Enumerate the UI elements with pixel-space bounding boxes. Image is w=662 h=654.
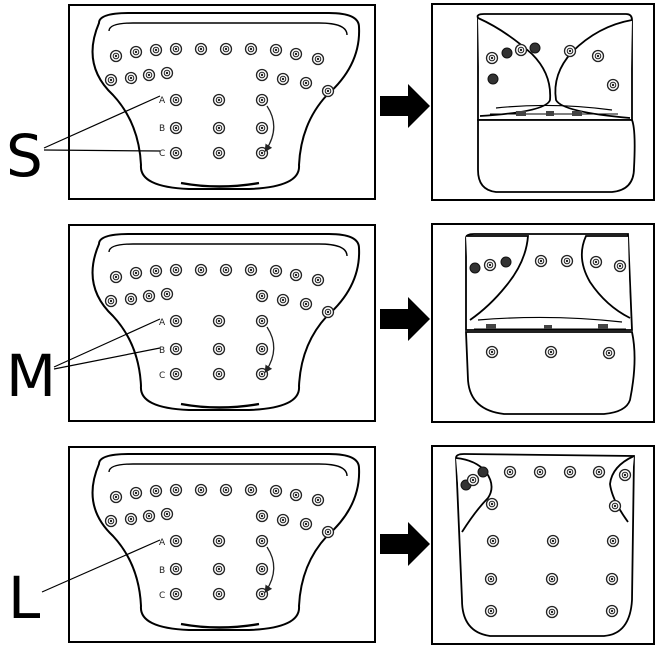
panel-open-m xyxy=(68,224,376,422)
folded-diaper-m xyxy=(465,233,636,415)
snap-label-b: B xyxy=(159,566,165,576)
arrow-right-m xyxy=(380,297,430,341)
open-diaper-m xyxy=(93,234,360,410)
snap-label-b: B xyxy=(159,346,165,356)
folded-diaper-s xyxy=(476,13,636,193)
snap-label-c: C xyxy=(159,149,165,159)
snap-label-a: A xyxy=(159,318,166,328)
snap-label-a: A xyxy=(159,538,166,548)
callout-line-s-c xyxy=(43,149,161,152)
panel-folded-s xyxy=(431,3,655,201)
row-size-m: A B C M xyxy=(6,223,655,423)
panel-open-s xyxy=(68,4,376,200)
open-diaper-l xyxy=(93,454,360,630)
size-label-s: S xyxy=(6,122,43,190)
folded-diaper-l xyxy=(455,453,635,637)
arrow-right-s xyxy=(380,84,430,128)
panel-open-l xyxy=(68,446,376,643)
snap-label-a: A xyxy=(159,96,166,106)
size-label-l: L xyxy=(8,564,40,632)
snap-label-c: C xyxy=(159,591,165,601)
callout-line-m-b xyxy=(53,347,161,370)
snap-label-b: B xyxy=(159,124,165,134)
panel-folded-l xyxy=(431,445,655,645)
callout-line-s-a xyxy=(43,95,161,149)
size-label-m: M xyxy=(6,342,56,410)
arrow-right-l xyxy=(380,522,430,566)
row-size-l: A B C L xyxy=(8,445,655,645)
panel-folded-m xyxy=(431,223,655,423)
callout-line-l-a xyxy=(41,539,161,593)
row-size-s: A B C S xyxy=(6,3,655,201)
open-diaper-s xyxy=(93,13,360,189)
snap-label-c: C xyxy=(159,371,165,381)
callout-line-m-a xyxy=(53,318,161,368)
